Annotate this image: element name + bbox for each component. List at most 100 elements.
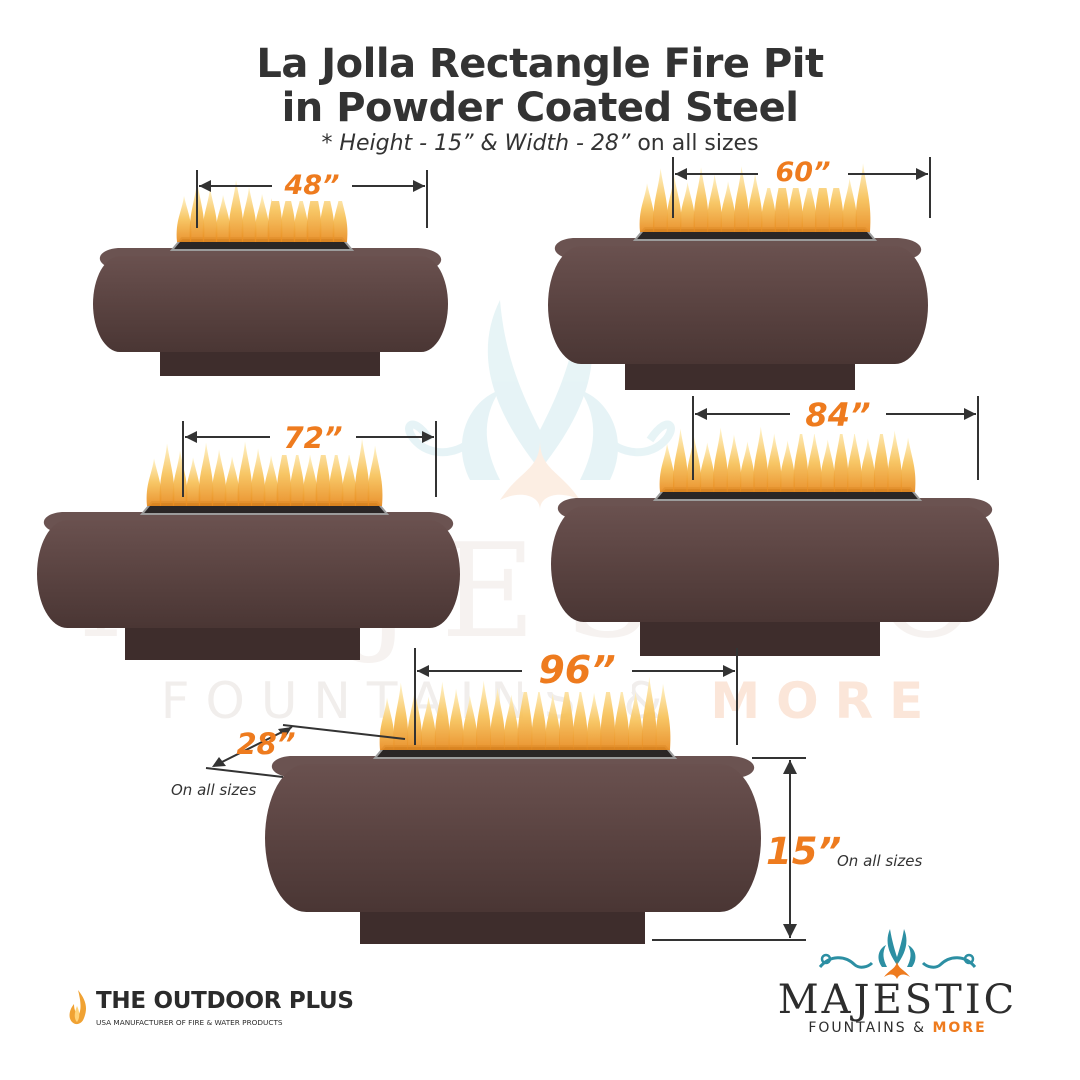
pit-body xyxy=(265,764,761,912)
page-subtitle: * Height - 15” & Width - 28” on all size… xyxy=(0,131,1080,156)
height-label: 15” xyxy=(766,830,842,873)
flame xyxy=(641,676,657,750)
flame xyxy=(847,431,862,492)
height-note: On all sizes xyxy=(837,852,923,870)
flame xyxy=(559,678,574,750)
flame xyxy=(887,430,903,492)
flame xyxy=(172,450,188,506)
page-title-line1: La Jolla Rectangle Fire Pit xyxy=(256,41,824,87)
flame xyxy=(302,454,318,506)
flame xyxy=(159,443,175,506)
outdoor-plus-name: THE OUTDOOR PLUS xyxy=(96,988,354,1014)
flame xyxy=(448,688,464,750)
outdoor-plus-tagline: USA MANUFACTURER OF FIRE & WATER PRODUCT… xyxy=(96,1018,283,1027)
flame xyxy=(462,695,478,750)
flame xyxy=(699,442,715,492)
flame xyxy=(545,693,561,750)
watermark-emblem xyxy=(405,300,675,510)
flame xyxy=(393,682,409,750)
fire-pit-84 xyxy=(551,423,999,656)
flame xyxy=(421,696,436,750)
flame xyxy=(434,681,450,750)
flame xyxy=(241,186,257,242)
flame xyxy=(693,167,709,232)
flame xyxy=(820,439,836,492)
flame xyxy=(237,441,253,506)
size-label-96: 96” xyxy=(522,648,632,692)
flame xyxy=(833,424,849,492)
outdoor-plus-logo: THE OUTDOOR PLUS USA MANUFACTURER OF FIR… xyxy=(66,988,354,1038)
flame xyxy=(228,179,244,242)
flame xyxy=(267,178,283,242)
flame xyxy=(276,440,292,506)
flame xyxy=(293,192,309,242)
flame xyxy=(766,433,782,492)
flame xyxy=(215,194,231,242)
flame xyxy=(659,443,675,492)
flames xyxy=(146,438,383,506)
flame xyxy=(586,692,602,750)
flame xyxy=(263,455,279,506)
flame xyxy=(476,680,492,750)
flame xyxy=(855,163,871,232)
size-label-72: 72” xyxy=(270,421,356,455)
flame xyxy=(900,437,916,492)
flame xyxy=(726,434,742,492)
flame xyxy=(202,187,218,242)
flame xyxy=(254,193,270,242)
flame xyxy=(628,691,643,750)
pit-body xyxy=(37,520,460,628)
page-title-line2: in Powder Coated Steel xyxy=(281,85,799,131)
fire-pit-96 xyxy=(265,676,761,944)
flame xyxy=(289,447,305,506)
flame xyxy=(315,439,331,506)
flame xyxy=(806,432,822,492)
dimension-arrow-15 xyxy=(652,757,806,941)
flames xyxy=(659,423,916,492)
flame xyxy=(788,172,803,232)
flame xyxy=(873,423,889,492)
flame xyxy=(680,182,695,232)
flame xyxy=(614,684,630,750)
flame xyxy=(328,446,344,506)
flame xyxy=(176,195,192,242)
flame xyxy=(211,449,227,506)
flame xyxy=(185,457,201,506)
pit-body xyxy=(551,506,999,622)
flame xyxy=(224,456,240,506)
flame xyxy=(517,679,533,750)
flame xyxy=(332,191,348,242)
flame xyxy=(600,677,616,750)
width-label: 28” xyxy=(236,727,296,761)
flame xyxy=(842,178,857,232)
flames xyxy=(639,163,871,232)
flame xyxy=(306,177,322,242)
flame xyxy=(354,438,370,506)
flame xyxy=(761,180,776,232)
majestic-sub-a: FOUNTAINS & xyxy=(808,1020,933,1036)
flame xyxy=(531,686,547,750)
flame xyxy=(653,168,668,232)
majestic-sub-b: MORE xyxy=(932,1020,987,1036)
size-label-60: 60” xyxy=(758,157,848,188)
pit-body xyxy=(548,246,928,364)
flame xyxy=(655,683,671,750)
fire-pit-48 xyxy=(93,177,448,376)
flame xyxy=(780,440,795,492)
flame xyxy=(250,448,266,506)
flame xyxy=(815,164,830,232)
flame xyxy=(828,171,844,232)
majestic-subtitle: FOUNTAINS & MORE xyxy=(770,1020,1025,1036)
flame xyxy=(146,458,162,506)
flame xyxy=(860,438,876,492)
flame xyxy=(319,184,335,242)
flame xyxy=(280,185,296,242)
size-label-84: 84” xyxy=(790,396,886,434)
flame xyxy=(198,442,214,506)
flame xyxy=(801,179,817,232)
flame xyxy=(367,445,383,506)
subtitle-dimensions: * Height - 15” & Width - 28” xyxy=(321,131,631,156)
majestic-logo: MAJESTIC FOUNTAINS & MORE xyxy=(770,925,1030,1040)
flame xyxy=(793,425,809,492)
